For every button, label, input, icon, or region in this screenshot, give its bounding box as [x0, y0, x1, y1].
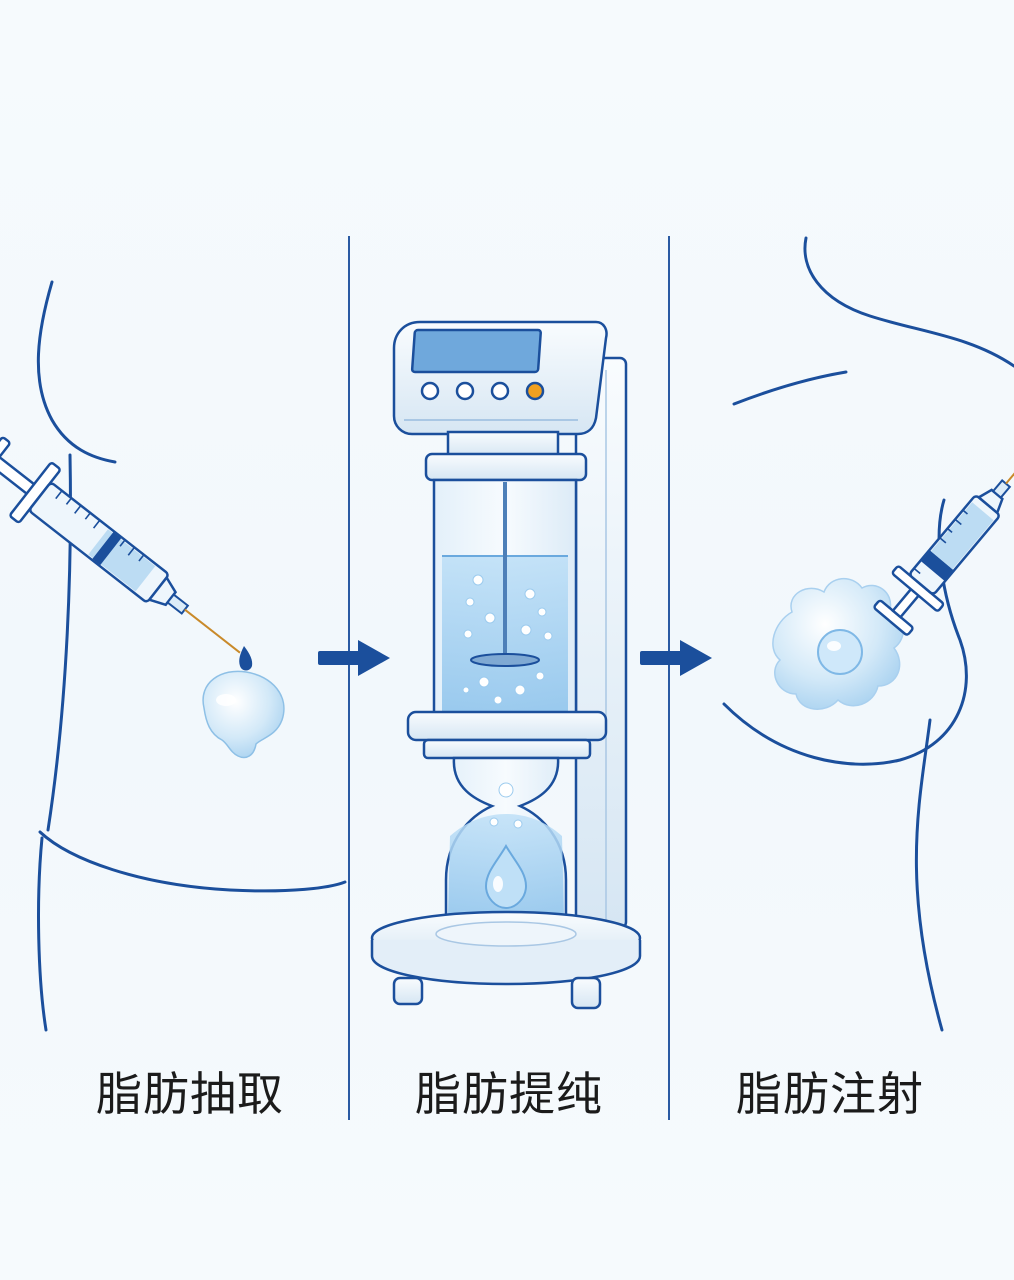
step-label-injection: 脂肪注射	[736, 1067, 924, 1121]
step-label-extraction: 脂肪抽取	[96, 1067, 284, 1121]
abdomen-outline-icon	[36, 280, 347, 1032]
step-label-purification: 脂肪提纯	[415, 1067, 603, 1121]
centrifuge-machine-icon	[370, 320, 642, 1010]
fat-drop-icon	[484, 843, 528, 910]
arrow-icon-1	[318, 640, 390, 676]
syringe-breast-icon	[873, 440, 1014, 636]
fat-graft-cloud-icon	[772, 578, 904, 710]
fat-droplet-icon	[202, 646, 285, 759]
arrow-icon-2	[640, 640, 712, 676]
syringe-abdomen-icon	[0, 436, 241, 654]
